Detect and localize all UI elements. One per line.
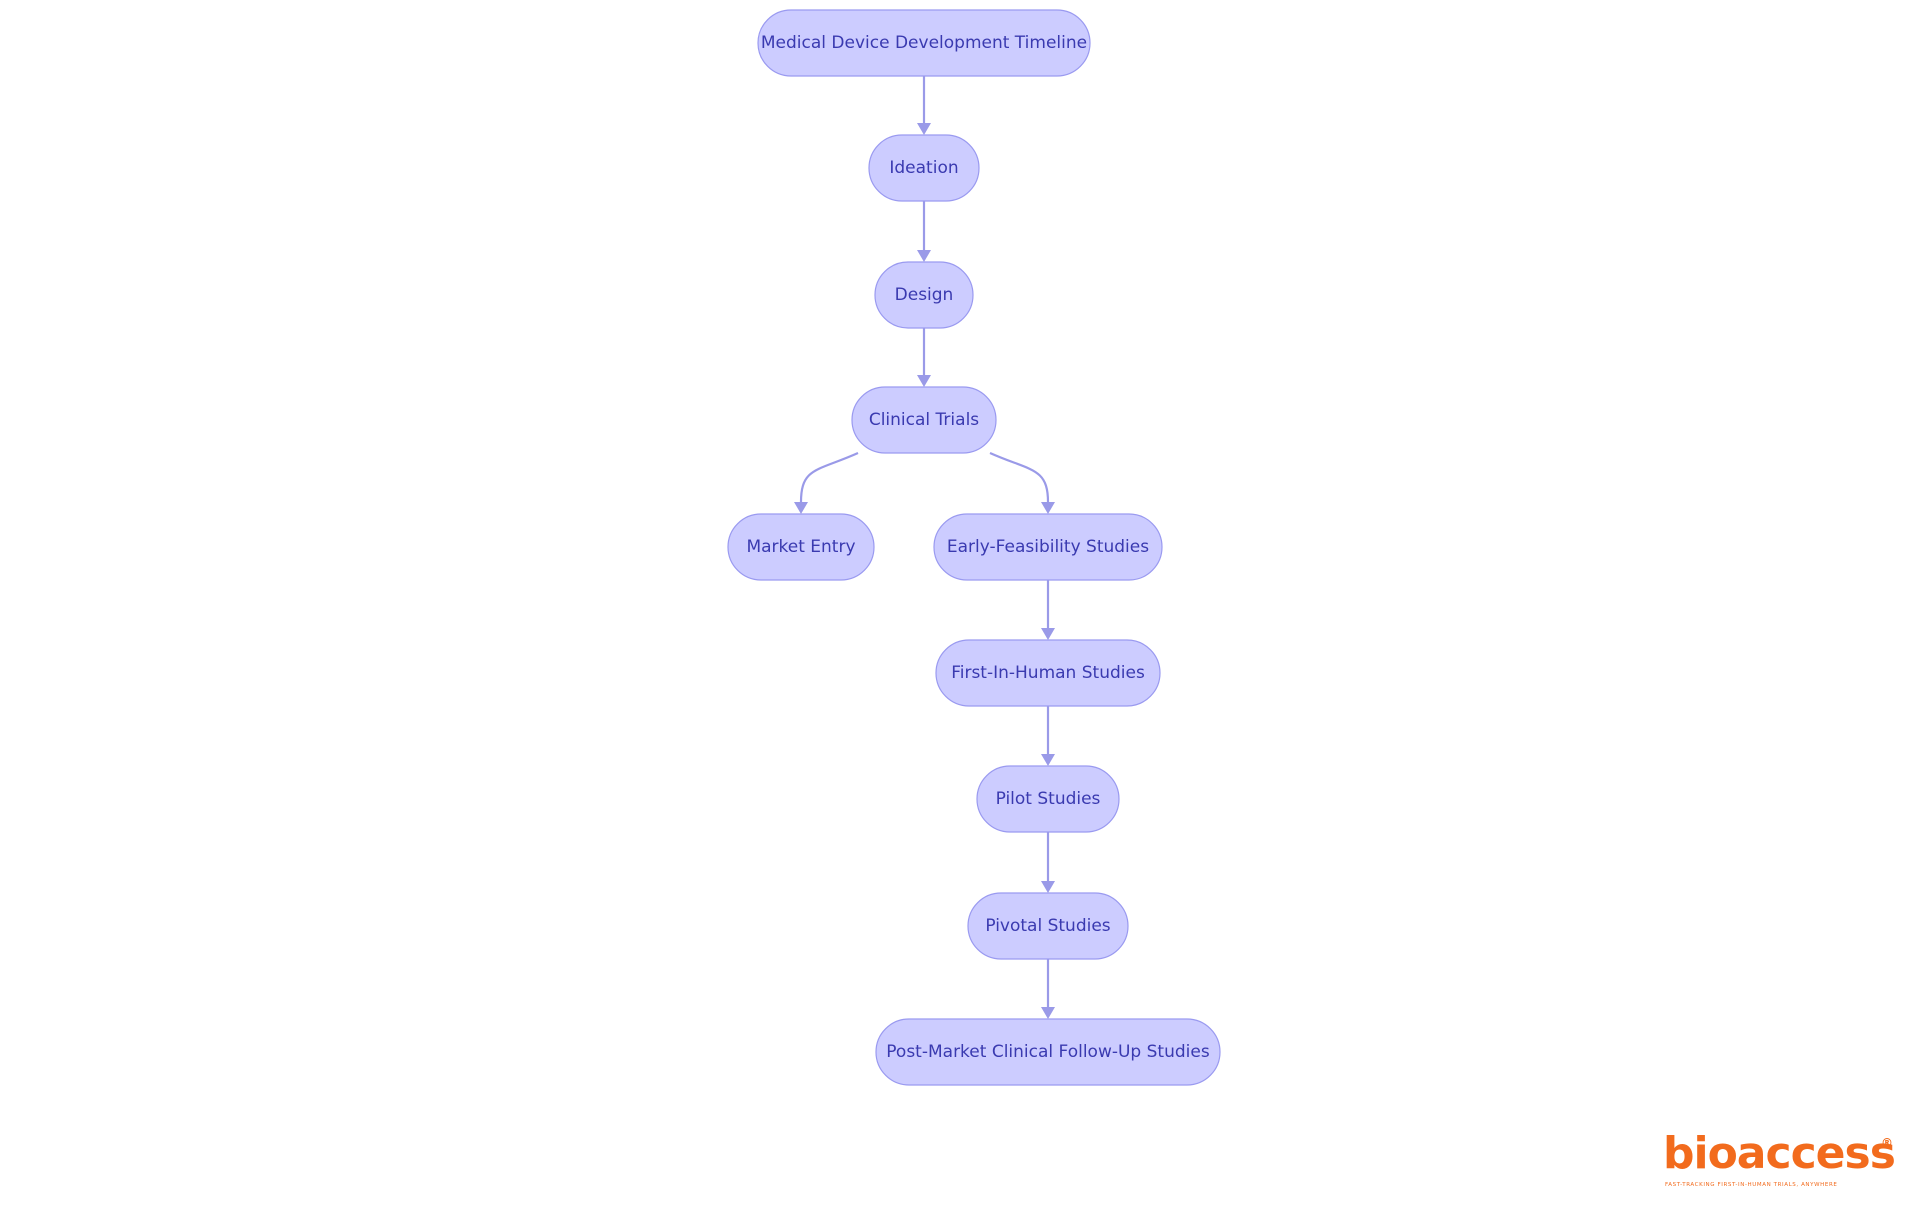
node-ideation: Ideation — [868, 134, 980, 202]
node-label: Early-Feasibility Studies — [947, 537, 1149, 557]
node-label: Post-Market Clinical Follow-Up Studies — [886, 1042, 1210, 1062]
node-shape — [851, 386, 997, 454]
arrowhead-icon — [1041, 754, 1055, 766]
edge-timeline-to-ideation — [917, 76, 931, 135]
node-label: Market Entry — [746, 537, 855, 557]
logo-registered-mark: ® — [1881, 1136, 1893, 1150]
edge-line — [989, 451, 1050, 503]
edge-ideation-to-design — [917, 201, 931, 262]
node-label: Pivotal Studies — [985, 916, 1110, 936]
logo-tagline: FAST-TRACKING FIRST-IN-HUMAN TRIALS, ANY… — [1665, 1182, 1838, 1188]
node-shape — [727, 513, 875, 581]
nodes-layer: Medical Device Development TimelineIdeat… — [727, 9, 1221, 1086]
node-shape — [868, 134, 980, 202]
arrowhead-icon — [917, 250, 931, 262]
edge-pilot-to-pivotal — [1041, 832, 1055, 893]
edge-pivotal-to-pmcf — [1041, 959, 1055, 1019]
edge-fih-to-pilot — [1041, 706, 1055, 766]
node-shape — [874, 261, 974, 329]
edge-clinical-to-early — [989, 451, 1055, 514]
node-shape — [875, 1018, 1221, 1086]
node-label: Pilot Studies — [996, 789, 1101, 809]
node-shape — [757, 9, 1091, 77]
arrowhead-icon — [1041, 1007, 1055, 1019]
edge-line — [799, 451, 859, 503]
edge-design-to-clinical — [917, 328, 931, 387]
node-post-market-clinical-follow-up-studies: Post-Market Clinical Follow-Up Studies — [875, 1018, 1221, 1086]
arrowhead-icon — [1041, 628, 1055, 640]
edges-layer — [794, 76, 1055, 1019]
arrowhead-icon — [917, 123, 931, 135]
node-label: Clinical Trials — [869, 410, 979, 430]
node-first-in-human-studies: First-In-Human Studies — [935, 639, 1161, 707]
node-shape — [933, 513, 1163, 581]
node-shape — [935, 639, 1161, 707]
node-shape — [967, 892, 1129, 960]
arrowhead-icon — [1041, 881, 1055, 893]
node-medical-device-development-timeline: Medical Device Development Timeline — [757, 9, 1091, 77]
node-label: First-In-Human Studies — [951, 663, 1145, 683]
node-market-entry: Market Entry — [727, 513, 875, 581]
node-early-feasibility-studies: Early-Feasibility Studies — [933, 513, 1163, 581]
node-design: Design — [874, 261, 974, 329]
node-clinical-trials: Clinical Trials — [851, 386, 997, 454]
arrowhead-icon — [917, 375, 931, 387]
node-pilot-studies: Pilot Studies — [976, 765, 1120, 833]
arrowhead-icon — [1041, 502, 1055, 514]
edge-early-to-fih — [1041, 580, 1055, 640]
edge-clinical-to-market — [794, 451, 859, 514]
node-label: Ideation — [889, 158, 958, 178]
node-pivotal-studies: Pivotal Studies — [967, 892, 1129, 960]
bioaccess-logo: bioaccess ® FAST-TRACKING FIRST-IN-HUMAN… — [1663, 1132, 1903, 1198]
arrowhead-icon — [794, 502, 808, 514]
node-shape — [976, 765, 1120, 833]
node-label: Medical Device Development Timeline — [761, 33, 1087, 53]
node-label: Design — [895, 285, 954, 305]
logo-wordmark: bioaccess — [1663, 1128, 1896, 1179]
